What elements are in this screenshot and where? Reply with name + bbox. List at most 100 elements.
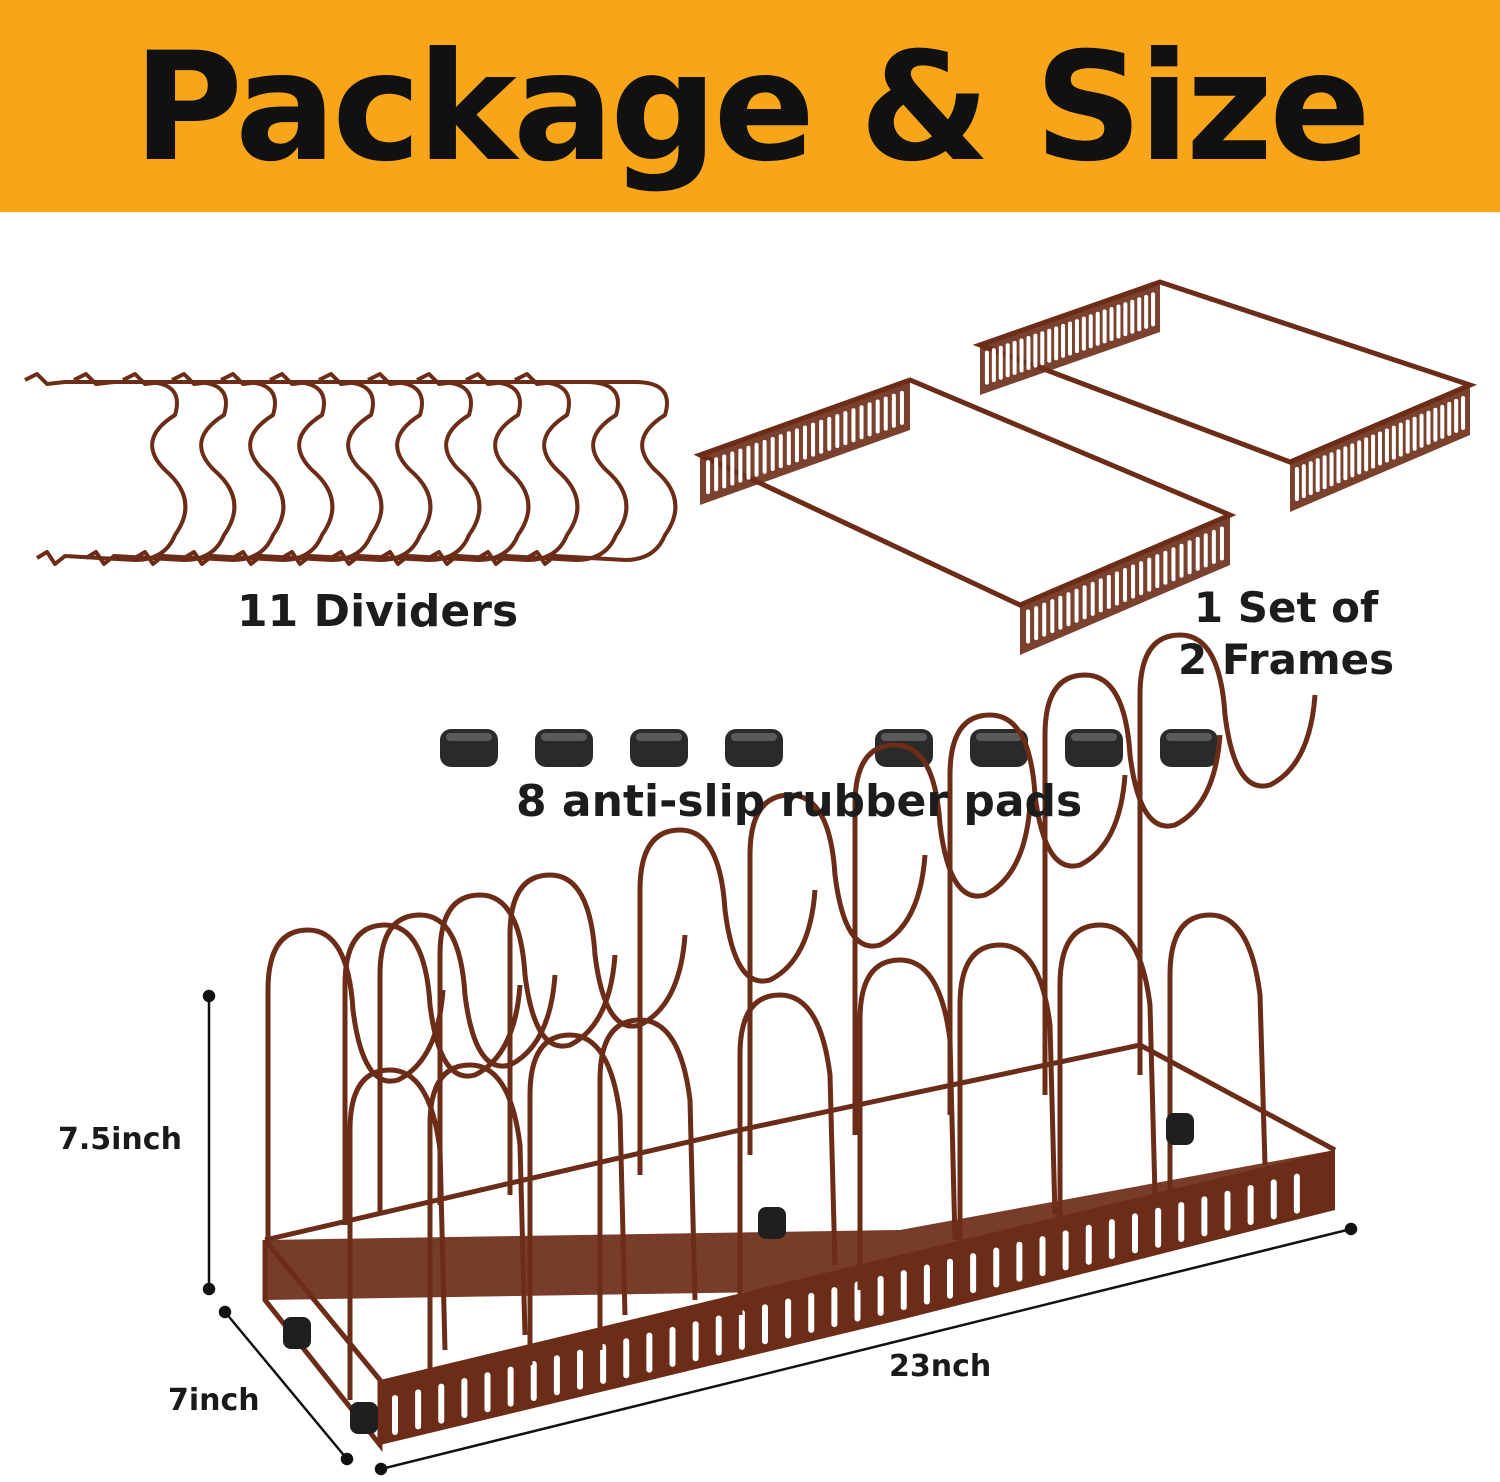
frame-slot <box>1151 292 1156 327</box>
frame-slot <box>1378 431 1382 466</box>
frame-slot <box>843 411 848 446</box>
frame-slot <box>891 393 896 428</box>
rack-divider-front <box>527 1032 628 1365</box>
divider-wire <box>171 372 335 566</box>
title-banner <box>0 0 1500 212</box>
frame-slot <box>1019 338 1024 373</box>
rack-slot <box>1155 1207 1162 1248</box>
rack-slot <box>877 1275 884 1316</box>
frame-slot <box>1171 547 1176 582</box>
height-dimension-label: 7.5inch <box>58 1122 182 1157</box>
frame-slot <box>770 437 775 472</box>
frame-slot <box>786 431 791 466</box>
rack-slot <box>785 1298 792 1339</box>
rack-slot <box>947 1258 953 1299</box>
frame-slot <box>1203 533 1208 568</box>
frame-slot <box>1123 302 1128 337</box>
height-dimension-dot-bottom <box>202 1282 216 1296</box>
frame-slot <box>1454 398 1459 433</box>
frame-slot <box>1061 323 1066 358</box>
rubber-pad-highlight <box>636 733 682 741</box>
rack-slot <box>692 1321 699 1362</box>
rubber-pads-illustration <box>440 729 1218 767</box>
frame-slot <box>1195 536 1200 571</box>
rack-foot-pad <box>758 1207 786 1239</box>
frame-slot <box>1384 428 1389 463</box>
frame-slot <box>1211 529 1216 564</box>
divider-wire <box>220 372 384 566</box>
rack-divider <box>852 742 1033 1135</box>
width-dimension-label: 23nch <box>889 1349 992 1384</box>
frame-slot <box>859 405 864 440</box>
frame-slot <box>1357 440 1362 475</box>
frame-slot <box>998 345 1003 380</box>
frame-slot <box>1058 595 1063 630</box>
page-title: Package & Size <box>133 21 1371 195</box>
frame-slot <box>1054 326 1059 361</box>
frame-slot <box>1336 449 1341 484</box>
rack-divider <box>377 912 558 1215</box>
rack-slot <box>900 1270 907 1311</box>
frame-slot <box>899 390 904 425</box>
rack-foot-pad <box>283 1317 311 1349</box>
frame-slot <box>1343 446 1348 481</box>
frame-slot <box>1026 336 1031 371</box>
rack-slot <box>1178 1202 1185 1243</box>
frame-slot <box>1050 599 1055 634</box>
rack-divider <box>1137 632 1318 1075</box>
rack-slot <box>1132 1213 1138 1254</box>
frame-slot <box>1026 609 1031 644</box>
rack-divider <box>1042 672 1223 1095</box>
divider-wire <box>416 372 580 566</box>
rack-base-end <box>262 1238 383 1453</box>
rack-divider-front <box>427 1062 528 1385</box>
rack-divider-front <box>857 957 958 1290</box>
frame-slot <box>1294 467 1299 502</box>
rack-foot-pad <box>350 1402 378 1434</box>
rubber-pad-highlight <box>1166 733 1212 741</box>
frames-label-line2: 2 Frames <box>1178 635 1395 684</box>
rack-divider-front <box>347 1067 448 1400</box>
frame-slot <box>1042 602 1047 637</box>
frames-illustration <box>693 279 1478 655</box>
rack-slot <box>808 1292 815 1333</box>
rubber-pad-highlight <box>731 733 777 741</box>
frame-slot <box>1033 333 1038 368</box>
rack-slot <box>392 1395 398 1435</box>
frame-slot <box>1034 606 1039 641</box>
frames-label-line1: 1 Set of <box>1193 583 1379 632</box>
frame-slot <box>730 451 735 486</box>
dimension-lines <box>202 989 1358 1476</box>
frame-slot <box>1123 568 1127 602</box>
frame-slot <box>1350 443 1355 478</box>
rubber-pad-highlight <box>976 733 1022 741</box>
frame-slot <box>1308 461 1313 496</box>
rack-slot <box>993 1247 1000 1288</box>
rack-divider-front <box>1057 922 1158 1245</box>
rack-divider <box>747 792 928 1155</box>
frames-label: 1 Set of 2 Frames <box>1178 582 1394 686</box>
height-dimension-dot-top <box>202 989 216 1003</box>
frame-slot <box>1163 550 1168 585</box>
frame-slot <box>1082 585 1087 620</box>
frame-slot <box>762 439 767 474</box>
rack-slot <box>600 1343 607 1384</box>
rack-slot <box>669 1326 676 1367</box>
frame-slot <box>1047 328 1052 363</box>
rack-slot <box>415 1389 422 1430</box>
rack-divider <box>507 872 688 1195</box>
frame-slot <box>1040 331 1045 366</box>
frame-slot <box>1391 425 1396 460</box>
frame-slot <box>1315 458 1320 493</box>
depth-dimension-line <box>224 1311 348 1460</box>
frame-slot <box>1074 588 1079 623</box>
frame-slot <box>1066 592 1071 627</box>
rack-slot <box>1293 1173 1300 1214</box>
depth-dimension-dot-top <box>218 1305 232 1319</box>
frame-slot <box>1147 557 1152 592</box>
rubber-pad-highlight <box>881 733 927 741</box>
depth-dimension-dot-bottom <box>340 1452 354 1466</box>
frame-slot <box>738 448 743 483</box>
frame-slot <box>1426 410 1431 445</box>
